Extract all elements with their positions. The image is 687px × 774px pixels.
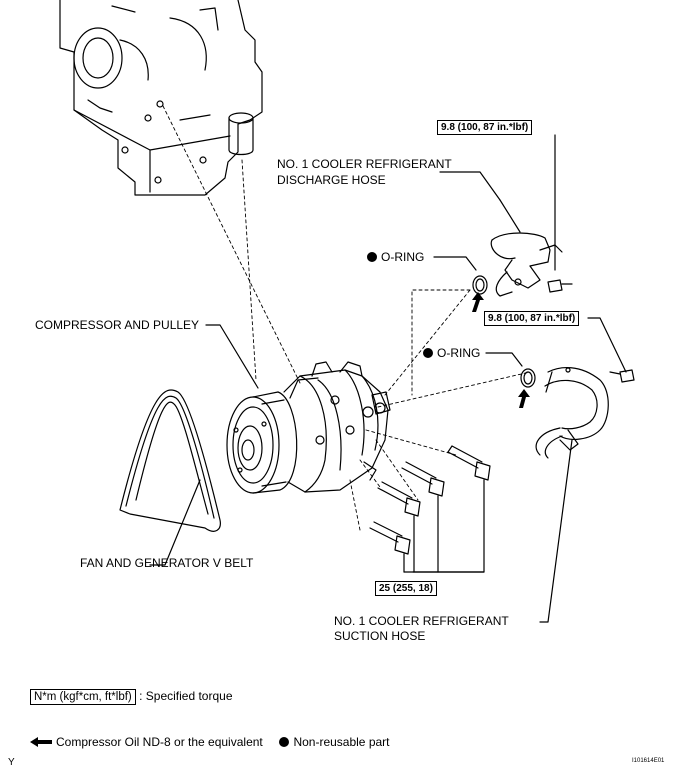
label-compressor: COMPRESSOR AND PULLEY [35, 318, 200, 332]
label-suction-hose-2: SUCTION HOSE [334, 629, 426, 643]
label-o-ring-mid: O-RING [423, 346, 480, 360]
legend-torque: N*m (kgf*cm, ft*lbf) : Specified torque [30, 689, 233, 705]
label-o-ring-top: O-RING [367, 250, 424, 264]
discharge-hose [433, 134, 573, 297]
label-suction-hose-1: NO. 1 COOLER REFRIGERANT [334, 614, 509, 628]
label-discharge-hose-1: NO. 1 COOLER REFRIGERANT [277, 157, 452, 171]
suction-hose [485, 317, 635, 623]
label-discharge-hose-2: DISCHARGE HOSE [277, 173, 386, 187]
oil-arrows [472, 292, 530, 408]
oil-arrow-mid-icon [518, 389, 530, 408]
torque-box-compressor: 25 (255, 18) [375, 581, 437, 596]
torque-box-suction: 9.8 (100, 87 in.*lbf) [484, 311, 580, 326]
legend-torque-desc: : Specified torque [139, 689, 233, 703]
legend-nonreusable-desc: Non-reusable part [293, 735, 390, 749]
oil-arrow-top-icon [472, 292, 484, 312]
engine-block [59, 0, 263, 196]
torque-box-discharge: 9.8 (100, 87 in.*lbf) [437, 120, 533, 135]
v-belt [119, 389, 221, 532]
legend-torque-unit: N*m (kgf*cm, ft*lbf) [30, 689, 136, 705]
compressor-bolts [369, 445, 491, 573]
nonreusable-dot-icon [367, 252, 377, 262]
leader-lines [149, 324, 259, 566]
legend-oil-and-part: Compressor Oil ND-8 or the equivalent No… [30, 735, 390, 749]
figure-id: I101614E01 [632, 758, 665, 764]
compressor-and-pulley [226, 361, 391, 494]
alignment-lines [162, 105, 531, 531]
nonreusable-dot-icon [423, 348, 433, 358]
corner-mark: Y [8, 757, 15, 768]
filled-circle-icon [279, 737, 290, 747]
oil-arrow-icon [30, 737, 52, 747]
label-v-belt: FAN AND GENERATOR V BELT [80, 556, 254, 570]
legend-oil-desc: Compressor Oil ND-8 or the equivalent [56, 735, 263, 749]
